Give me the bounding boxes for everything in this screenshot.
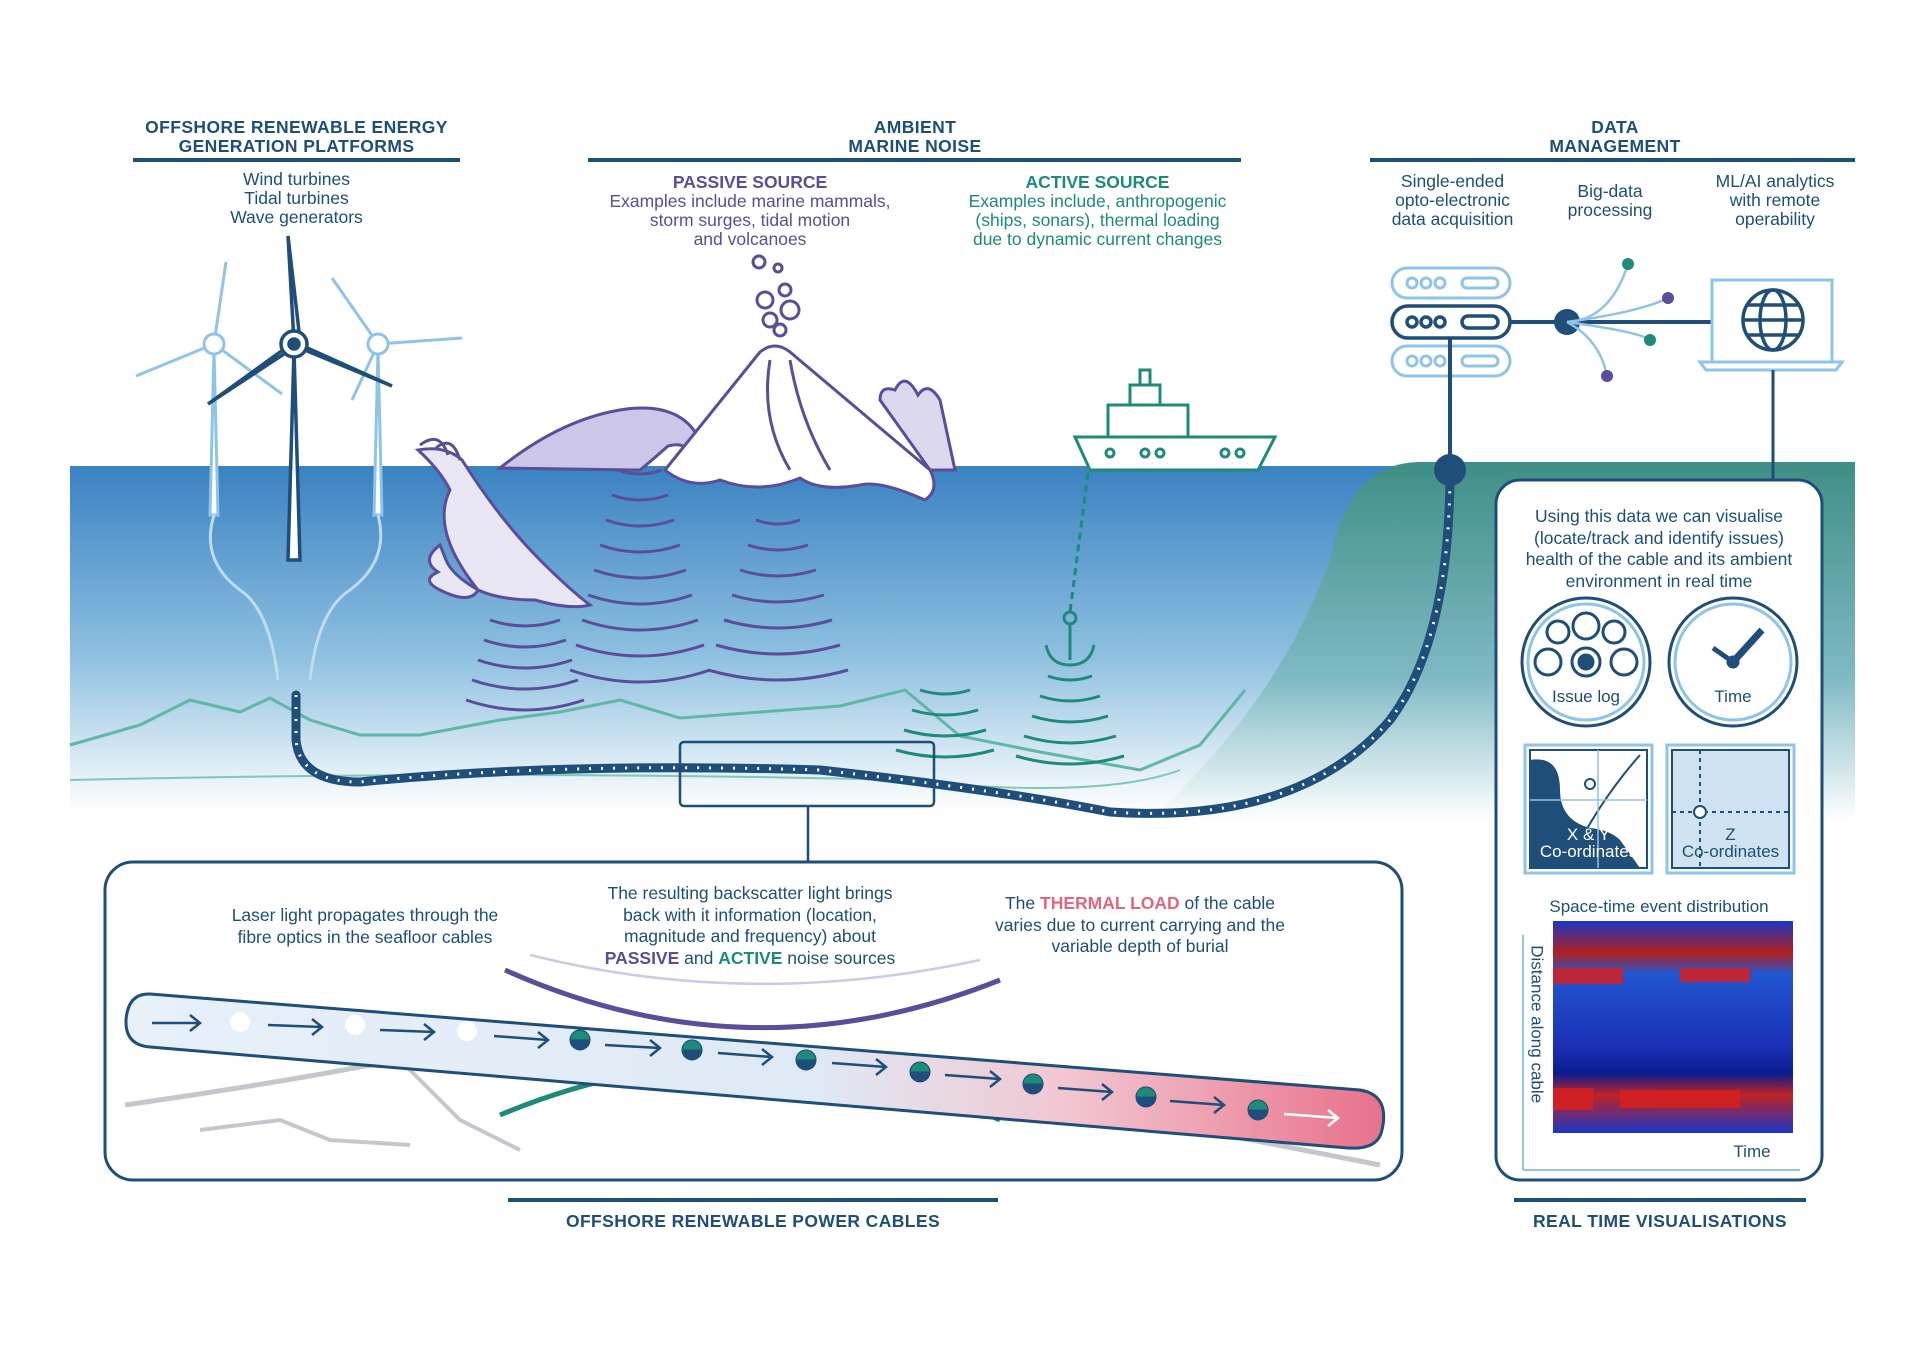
backscatter-end: noise sources bbox=[782, 947, 896, 968]
seabed-grey-branch bbox=[199, 1058, 521, 1152]
server-active-icon bbox=[1390, 304, 1512, 340]
analytics-text: ML/AI analytics with remote operability bbox=[1715, 171, 1835, 229]
issue-log-label: Issue log bbox=[1551, 687, 1621, 706]
seabed-base bbox=[69, 769, 1181, 789]
thermal-post: of the cable varies due to current carry… bbox=[995, 893, 1285, 957]
seafloor-cable bbox=[291, 465, 1455, 818]
platform-list: Wind turbines Tidal turbines Wave genera… bbox=[230, 169, 363, 227]
backscatter-text: The resulting backscatter light brings b… bbox=[560, 883, 940, 969]
volcano-icon bbox=[662, 344, 957, 502]
volcano-smoke bbox=[751, 254, 801, 338]
passive-arc-faint bbox=[529, 953, 981, 986]
active-source-title: ACTIVE SOURCE bbox=[1025, 172, 1170, 192]
processing-text: Big-data processing bbox=[1567, 181, 1653, 220]
distance-axis-label: Distance along cable bbox=[1527, 945, 1547, 1104]
z-label-line1: Z bbox=[1725, 825, 1736, 844]
visualisation-intro: Using this data we can visualise (locate… bbox=[1525, 506, 1793, 591]
wind-turbine-front bbox=[206, 235, 393, 562]
xy-label-line1: X & Y bbox=[1566, 825, 1611, 844]
z-coordinates-icon bbox=[1665, 743, 1796, 875]
rule-realtime bbox=[1514, 1198, 1806, 1202]
backscatter-passive: PASSIVE bbox=[604, 947, 680, 968]
shore-landing-node bbox=[1434, 454, 1466, 486]
turbine-cable-right bbox=[308, 514, 383, 681]
laser-text: Laser light propagates through the fibre… bbox=[231, 905, 499, 947]
header-data-management: DATA MANAGEMENT bbox=[1549, 117, 1681, 156]
globe-icon bbox=[1741, 288, 1805, 352]
z-label-line2: Co-ordinates bbox=[1681, 842, 1780, 861]
time-axis-label: Time bbox=[1733, 1142, 1771, 1161]
backscatter-text-main: The resulting backscatter light brings b… bbox=[607, 883, 893, 947]
turbine-cable-left bbox=[208, 514, 280, 681]
rule-platforms bbox=[133, 158, 460, 162]
light-pulses bbox=[230, 1012, 477, 1041]
active-source-text: Examples include, anthropogenic (ships, … bbox=[968, 191, 1227, 249]
time-label: Time bbox=[1714, 687, 1752, 706]
header-real-time: REAL TIME VISUALISATIONS bbox=[1533, 1211, 1787, 1231]
processing-nodes bbox=[1601, 258, 1674, 382]
fibre-cable-tube bbox=[124, 992, 1386, 1150]
passive-arc bbox=[503, 967, 1001, 1031]
thermal-highlight: THERMAL LOAD bbox=[1040, 893, 1180, 913]
acquisition-text: Single-ended opto-electronic data acquis… bbox=[1391, 171, 1514, 229]
issue-log-icon bbox=[1520, 596, 1652, 728]
thermal-pre: The bbox=[1004, 893, 1040, 913]
rule-cables bbox=[508, 1198, 998, 1202]
space-time-title: Space-time event distribution bbox=[1549, 897, 1769, 916]
header-power-cables: OFFSHORE RENEWABLE POWER CABLES bbox=[565, 1211, 941, 1231]
whale-icon bbox=[414, 437, 594, 609]
backscatter-active: ACTIVE bbox=[718, 947, 783, 968]
passive-noise-waves bbox=[465, 468, 849, 712]
thermal-text: The THERMAL LOAD of the cable varies due… bbox=[970, 893, 1310, 958]
passive-source-title: PASSIVE SOURCE bbox=[672, 172, 828, 192]
rule-data bbox=[1370, 158, 1855, 162]
backscatter-and: and bbox=[679, 947, 719, 968]
rule-ambient bbox=[588, 158, 1241, 162]
wind-turbine-back-right bbox=[330, 277, 463, 517]
xy-label-line2: Co-ordinates bbox=[1539, 842, 1638, 861]
anchor-icon bbox=[1044, 610, 1096, 667]
xy-coordinates-icon bbox=[1523, 743, 1654, 875]
seabed-line bbox=[69, 688, 1247, 772]
clock-icon bbox=[1667, 596, 1799, 728]
laser-arrows bbox=[152, 1014, 1341, 1127]
header-ambient-noise: AMBIENT MARINE NOISE bbox=[848, 117, 982, 156]
header-offshore-platforms: OFFSHORE RENEWABLE ENERGY GENERATION PLA… bbox=[145, 117, 448, 156]
ship-icon bbox=[1072, 368, 1278, 472]
active-noise-waves bbox=[895, 674, 1125, 766]
passive-source-text: Examples include marine mammals, storm s… bbox=[609, 191, 891, 249]
heatmap-events bbox=[1553, 968, 1750, 1110]
backscatter-pulses bbox=[569, 1029, 1269, 1121]
